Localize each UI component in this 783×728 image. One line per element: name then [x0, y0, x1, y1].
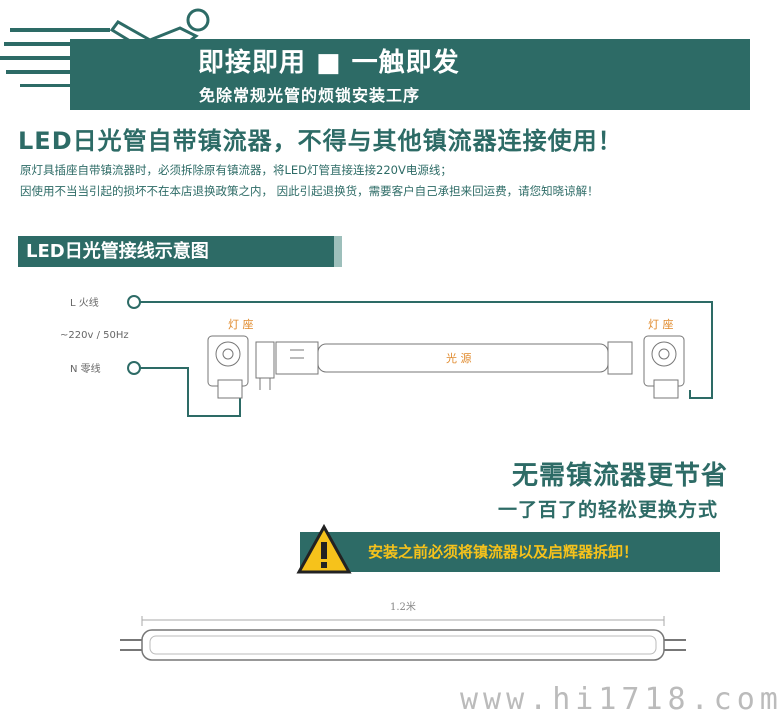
notice-note: 原灯具插座自带镇流器时，必须拆除原有镇流器，将LED灯管直接连接220V电源线；: [20, 163, 452, 177]
socket-rotor-core: [658, 348, 670, 360]
notice-note: 因使用不当当引起的损坏不在本店退换政策之内， 因此引起退换货，需要客户自己承担来…: [20, 184, 599, 198]
warning-triangle-icon: [296, 523, 352, 574]
warning-text: 安装之前必须将镇流器以及启辉器拆卸！: [368, 543, 639, 561]
watermark: www.hi1718.com: [460, 682, 783, 717]
tube-length-label: 1.2米: [390, 600, 416, 613]
section-heading-accent: [334, 236, 342, 267]
tube-end-right: [607, 341, 633, 375]
banner-title: 即接即用 ■ 一触即发: [198, 48, 460, 78]
neutral-terminal: [127, 361, 141, 375]
live-wire: [140, 301, 713, 399]
neutral-wire: [140, 367, 241, 417]
tube-cap-left: [255, 341, 275, 379]
socket-left-label: 灯 座: [228, 317, 254, 331]
tube-dimension-drawing: 1.2米: [120, 600, 686, 661]
tube-outline: [141, 629, 665, 661]
live-terminal: [127, 295, 141, 309]
voltage-label: ~220v / 50Hz: [60, 330, 129, 341]
speed-streak: [4, 42, 96, 46]
live-wire-label: L 火线: [70, 296, 99, 309]
speed-streak: [0, 56, 86, 60]
notice-headline: LED日光管自带镇流器，不得与其他镇流器连接使用！: [18, 127, 623, 155]
speed-streak: [6, 70, 86, 74]
promo-subtitle: 一了百了的轻松更换方式: [497, 499, 718, 521]
neutral-wire-label: N 零线: [70, 362, 101, 375]
left-socket: [207, 335, 275, 399]
speed-streak: [20, 84, 86, 87]
warning-bar: [300, 532, 720, 572]
promo-title: 无需镇流器更节省: [511, 461, 728, 491]
right-socket: [643, 335, 685, 399]
socket-base: [217, 379, 243, 399]
socket-rotor-core: [222, 348, 234, 360]
section-title: LED日光管接线示意图: [26, 241, 209, 262]
tube-inner: [149, 635, 657, 655]
speed-streak: [10, 28, 110, 32]
wiring-diagram: L 火线 ~220v / 50Hz N 零线 灯 座 灯 座 光 源: [60, 295, 713, 417]
socket-right-label: 灯 座: [648, 317, 674, 331]
banner-bar: [70, 39, 750, 110]
tube-label: 光 源: [446, 351, 472, 365]
socket-base: [653, 379, 679, 399]
runner-head: [186, 8, 210, 32]
section-heading-bar: [18, 236, 340, 267]
banner-subtitle: 免除常规光管的烦锁安装工序: [199, 86, 421, 105]
